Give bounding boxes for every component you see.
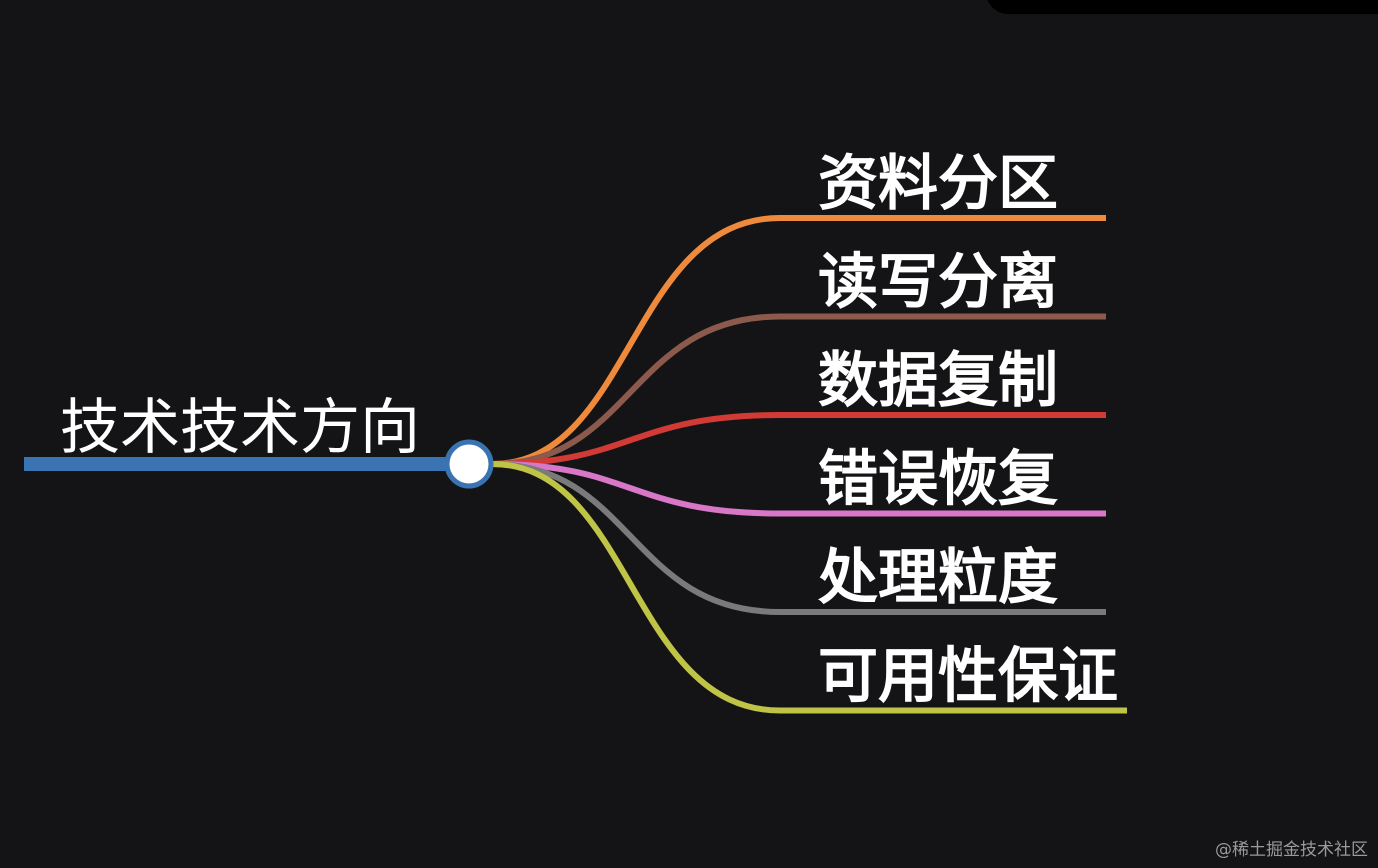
branch-line-1 [491, 215, 1106, 467]
branch-label-3[interactable]: 数据复制 [818, 346, 1058, 416]
watermark: @稀土掘金技术社区 [1215, 840, 1368, 860]
branch-label-2[interactable]: 读写分离 [818, 248, 1058, 318]
branch-line-6 [491, 461, 1127, 714]
branch-label-1[interactable]: 资料分区 [818, 149, 1058, 219]
root-node[interactable] [444, 439, 494, 489]
branch-line-3 [491, 412, 1106, 467]
branch-label-4[interactable]: 错误恢复 [818, 445, 1058, 515]
branch-line-5 [491, 461, 1106, 615]
branch-label-5[interactable]: 处理粒度 [818, 543, 1058, 613]
branch-lines [491, 215, 1127, 714]
top-right-panel [986, 0, 1378, 14]
branch-label-6[interactable]: 可用性保证 [818, 642, 1118, 712]
branch-line-4 [491, 461, 1106, 517]
branch-line-2 [491, 313, 1106, 467]
root-label: 技术技术方向 [60, 393, 420, 463]
